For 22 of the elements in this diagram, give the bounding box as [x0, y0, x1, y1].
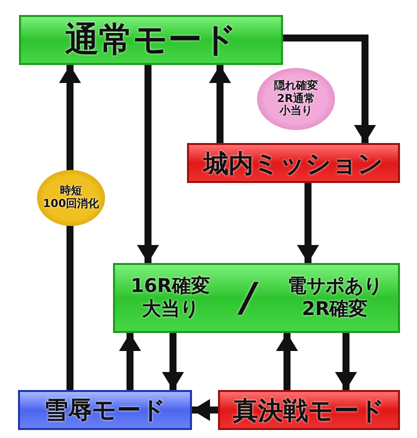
arrow	[297, 183, 319, 263]
arrow	[119, 333, 141, 390]
mode-box	[19, 15, 283, 65]
arrow	[162, 333, 184, 390]
arrow	[276, 333, 298, 390]
mode-text: 城内ミッション	[204, 148, 384, 180]
arrow	[209, 65, 231, 143]
mode-box	[218, 390, 400, 430]
mode-box	[187, 143, 400, 183]
edge-label: 隠れ確変2R通常小当り	[257, 68, 335, 130]
mode-text: 雪辱モード	[44, 395, 166, 426]
mode-text: 16R確変大当り	[130, 275, 210, 321]
arrow	[335, 333, 357, 390]
mode-text: 真決戦モード	[233, 394, 385, 426]
edge-label: 時短100回消化	[37, 170, 105, 226]
mode-text: 電サポあり2R確変	[287, 275, 382, 321]
arrow	[283, 34, 376, 143]
arrow	[137, 65, 159, 263]
arrow	[192, 399, 218, 421]
mode-box	[18, 390, 192, 430]
mode-box	[113, 263, 400, 333]
mode-text: 通常モード	[65, 19, 237, 62]
